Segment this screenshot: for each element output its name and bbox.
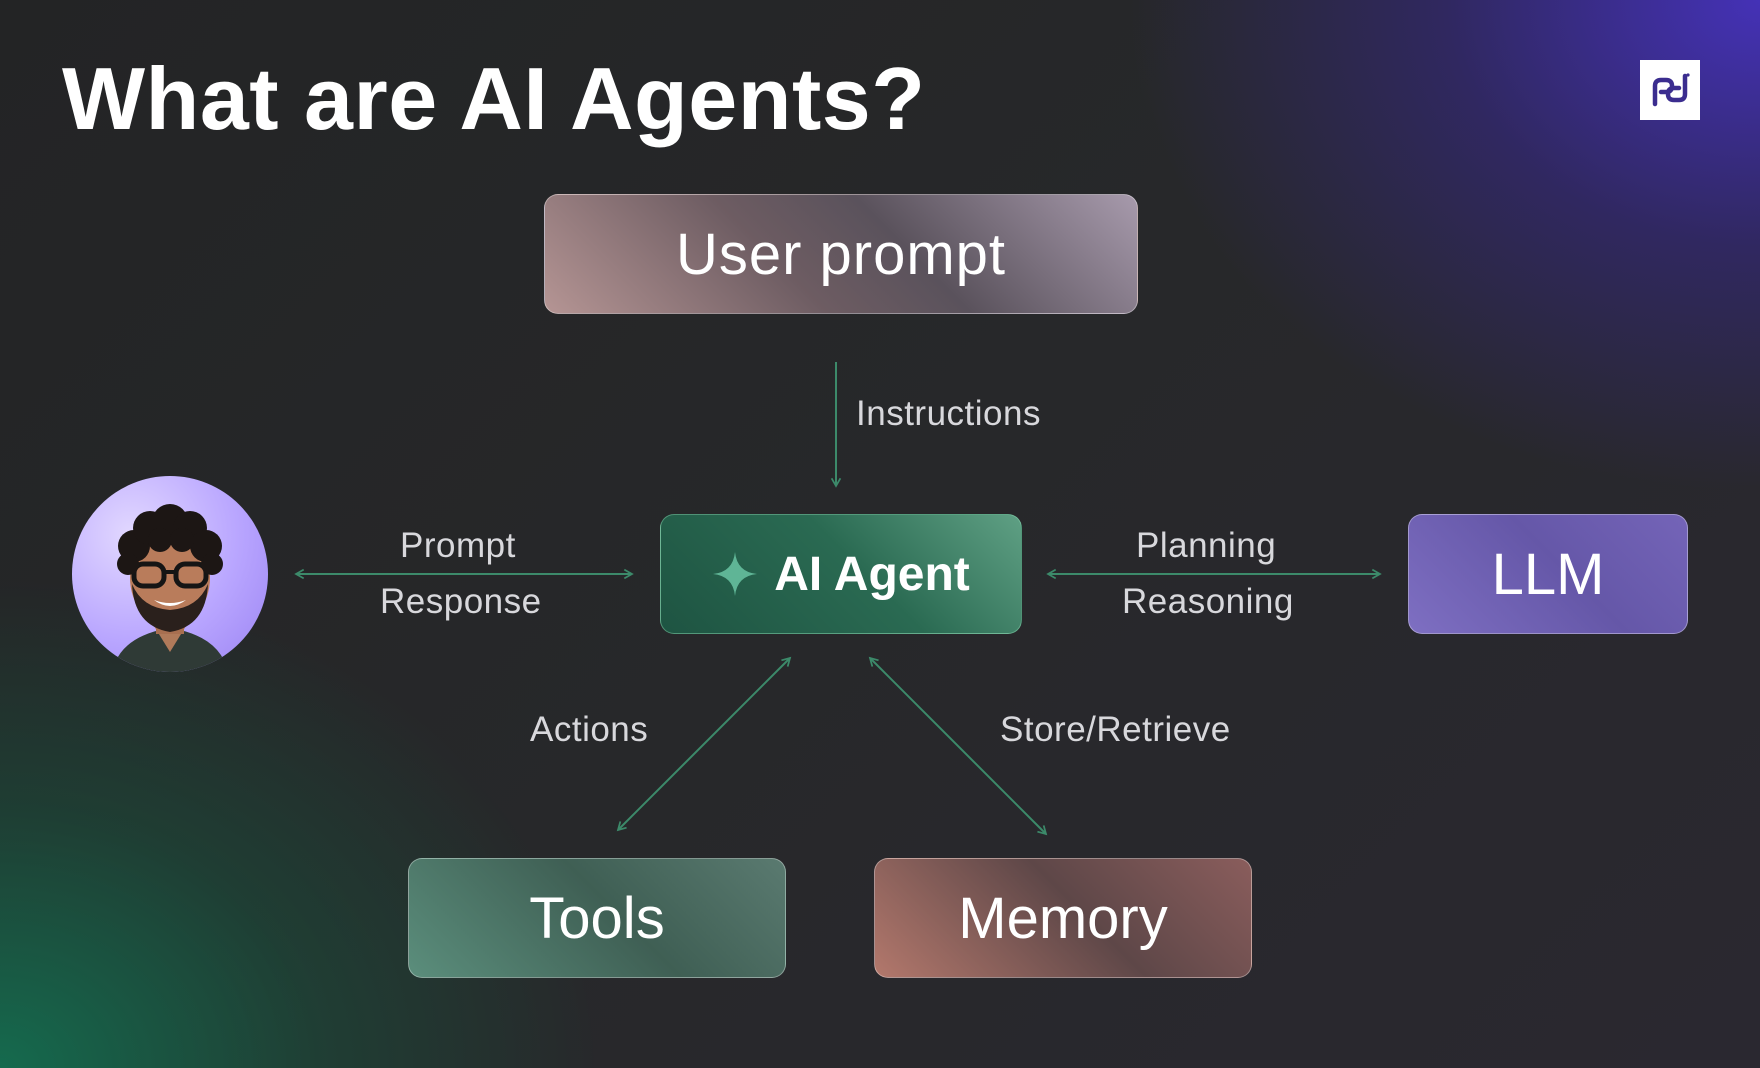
- pd-logo-mark: [1652, 73, 1690, 107]
- memory-node: Memory: [874, 858, 1252, 978]
- user-prompt-node: User prompt: [544, 194, 1138, 314]
- ai-agent-node: AI Agent: [660, 514, 1022, 634]
- edge-label-planning: Planning: [1136, 526, 1277, 565]
- person-avatar-icon: [112, 504, 228, 672]
- edge-label-instructions: Instructions: [856, 394, 1041, 433]
- edge-label-actions: Actions: [530, 710, 649, 749]
- store-retrieve-arrow: [868, 656, 1048, 836]
- edge-label-reasoning: Reasoning: [1122, 582, 1294, 621]
- llm-node: LLM: [1408, 514, 1688, 634]
- tools-label: Tools: [529, 885, 665, 951]
- edge-label-response: Response: [380, 582, 542, 621]
- edge-label-prompt: Prompt: [400, 526, 516, 565]
- edge-label-store-retrieve: Store/Retrieve: [1000, 710, 1231, 749]
- user-avatar: [72, 476, 268, 672]
- memory-label: Memory: [958, 885, 1168, 951]
- actions-arrow: [616, 656, 792, 832]
- sparkle-icon: [713, 552, 758, 596]
- pd-logo-icon: [1640, 60, 1700, 120]
- page-title: What are AI Agents?: [62, 49, 926, 148]
- llm-label: LLM: [1491, 541, 1605, 607]
- ai-agent-label: AI Agent: [774, 547, 970, 601]
- tools-node: Tools: [408, 858, 786, 978]
- user-prompt-label: User prompt: [675, 221, 1007, 287]
